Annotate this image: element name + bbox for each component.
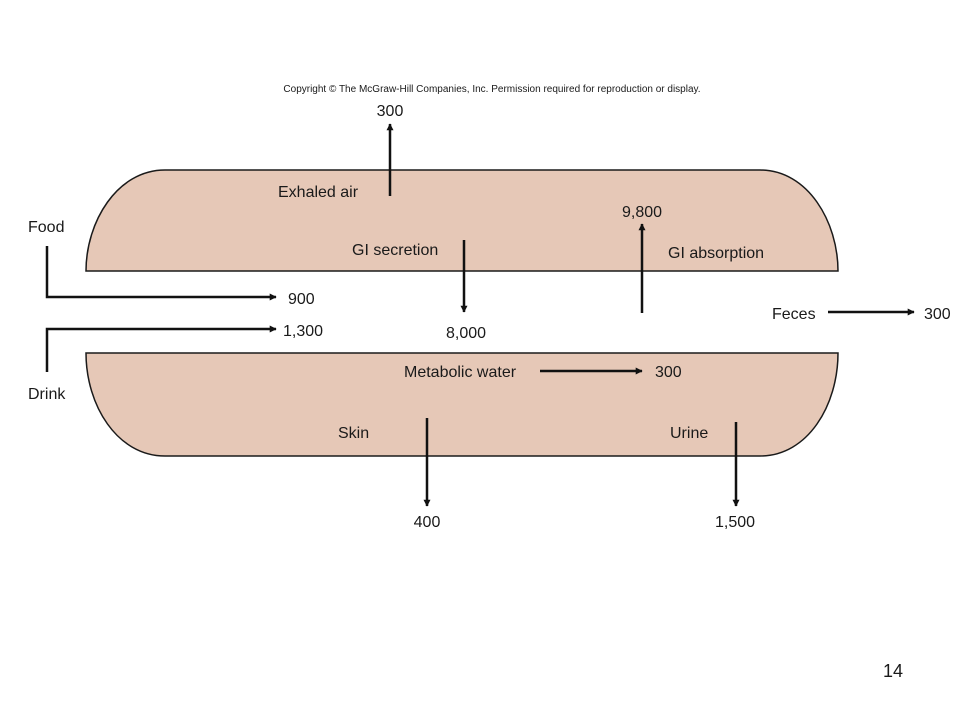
metabolic-water-label: Metabolic water	[404, 364, 517, 381]
exhaled-air-value: 300	[377, 103, 404, 120]
food-arrow	[45, 246, 277, 301]
drink-label: Drink	[28, 386, 66, 403]
upper-body-shape	[85, 169, 839, 272]
food-label: Food	[28, 219, 64, 236]
drink-value: 1,300	[283, 323, 323, 340]
skin-label: Skin	[338, 425, 369, 442]
skin-value: 400	[414, 514, 441, 531]
drink-arrow	[45, 325, 277, 372]
feces-label: Feces	[772, 306, 816, 323]
gi-secretion-label: GI secretion	[352, 242, 438, 259]
food-value: 900	[288, 291, 315, 308]
gi-absorption-value: 9,800	[622, 204, 662, 221]
lower-body-shape	[85, 352, 839, 457]
page-number: 14	[883, 661, 903, 681]
metabolic-water-value: 300	[655, 364, 682, 381]
exhaled-air-label: Exhaled air	[278, 184, 359, 201]
copyright-notice: Copyright © The McGraw-Hill Companies, I…	[283, 84, 700, 95]
gi-secretion-value: 8,000	[446, 325, 486, 342]
gi-absorption-label: GI absorption	[668, 245, 764, 262]
urine-value: 1,500	[715, 514, 755, 531]
feces-value: 300	[924, 306, 951, 323]
urine-label: Urine	[670, 425, 708, 442]
